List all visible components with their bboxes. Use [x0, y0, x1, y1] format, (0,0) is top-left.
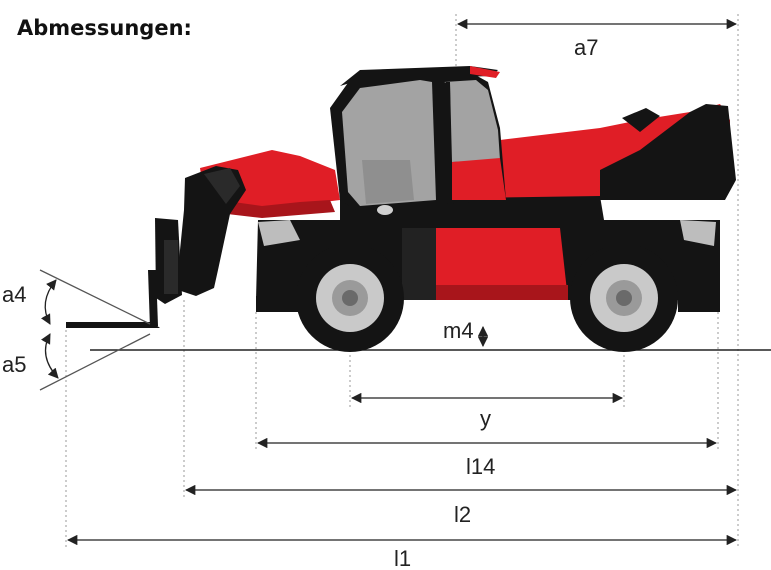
cab-lower-red [452, 158, 506, 200]
cab-mirror [377, 205, 393, 215]
rear-hydraulic-block [596, 104, 736, 200]
front-wheel [296, 244, 404, 352]
angle-line-a4 [39, 269, 151, 325]
fork-upright [148, 270, 158, 328]
cab-pillar [446, 81, 452, 211]
angle-line-a5 [39, 333, 151, 391]
label-y: y [480, 406, 491, 431]
label-l1: l1 [394, 546, 411, 570]
reference-lines [65, 14, 739, 548]
fork-tine [66, 322, 160, 328]
label-a5: a5 [2, 352, 26, 377]
label-l14: l14 [466, 454, 495, 479]
arc-a5 [40, 333, 59, 379]
cab-roof [340, 66, 498, 86]
rear-fender [680, 220, 716, 246]
boom-shadow [205, 198, 335, 218]
front-bumper [256, 296, 300, 312]
rear-bracket [622, 108, 660, 132]
carriage-plate [164, 240, 178, 294]
cab-glass-door [444, 80, 500, 162]
boom-head-detail [204, 168, 240, 204]
body-red-lower [408, 285, 568, 300]
body-step [402, 228, 436, 300]
body-red-center [408, 228, 568, 300]
dimension-lines [39, 18, 738, 546]
cab-lower-grey [362, 160, 414, 204]
label-a4: a4 [2, 282, 26, 307]
cab-roof-red [470, 66, 500, 78]
label-l2: l2 [454, 502, 471, 527]
telehandler-machine [66, 66, 736, 352]
arc-a4 [40, 279, 57, 325]
label-a7: a7 [574, 35, 598, 60]
front-fender [258, 220, 300, 246]
rear-bumper [678, 296, 720, 312]
rear-wheel [570, 244, 678, 352]
label-m4: m4 [443, 318, 474, 343]
page-title: Abmessungen: [17, 16, 192, 40]
